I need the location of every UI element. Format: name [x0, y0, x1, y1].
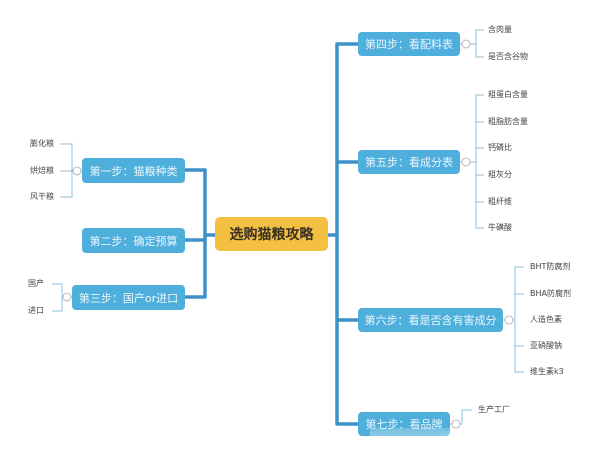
collapse-step1-icon	[72, 166, 82, 176]
leaf-fiber[interactable]: 粗纤维	[488, 197, 512, 206]
collapse-step7-icon	[451, 419, 461, 429]
leaf-protein[interactable]: 粗蛋白含量	[488, 90, 528, 99]
collapse-step6-icon	[504, 315, 514, 325]
leaf-vitamin-k3[interactable]: 维生素k3	[530, 367, 564, 376]
right-trunk	[328, 42, 358, 426]
step3-node[interactable]: 第三步：国产or进口	[72, 285, 185, 310]
left-trunk	[185, 168, 215, 299]
leaf-factory[interactable]: 生产工厂	[478, 405, 510, 414]
leaf-meat-content[interactable]: 含肉量	[488, 25, 512, 34]
leaf-artificial-color[interactable]: 人造色素	[530, 315, 562, 324]
leaf-grain[interactable]: 是否含谷物	[488, 52, 528, 61]
leaf-bht[interactable]: BHT防腐剂	[530, 262, 571, 271]
leaf-puffed[interactable]: 膨化粮	[30, 139, 54, 148]
leaf-ash[interactable]: 粗灰分	[488, 170, 512, 179]
step1-node[interactable]: 第一步：猫粮种类	[82, 158, 185, 183]
leaf-imported[interactable]: 进口	[28, 306, 44, 315]
root-node[interactable]: 选购猫粮攻略	[215, 217, 328, 251]
leaf-baked[interactable]: 烘焙粮	[30, 166, 54, 175]
collapse-step3-icon	[62, 292, 72, 302]
step6-node[interactable]: 第六步：看是否含有害成分	[358, 308, 503, 332]
leaf-bha[interactable]: BHA防腐剂	[530, 289, 571, 298]
collapse-step5-icon	[461, 157, 471, 167]
leaf-taurine[interactable]: 牛磺酸	[488, 223, 512, 232]
step2-node[interactable]: 第二步：确定预算	[82, 228, 185, 253]
leaf-fat[interactable]: 粗脂肪含量	[488, 117, 528, 126]
step4-node[interactable]: 第四步：看配料表	[358, 32, 460, 56]
collapse-step4-icon	[461, 39, 471, 49]
leaf-nitrite[interactable]: 亚硝酸钠	[530, 341, 562, 350]
leaf-domestic[interactable]: 国产	[28, 279, 44, 288]
step5-node[interactable]: 第五步：看成分表	[358, 150, 460, 174]
leaf-airdried[interactable]: 风干粮	[30, 192, 54, 201]
leaf-ca-p-ratio[interactable]: 钙磷比	[488, 143, 512, 152]
blur-overlay	[370, 428, 600, 468]
